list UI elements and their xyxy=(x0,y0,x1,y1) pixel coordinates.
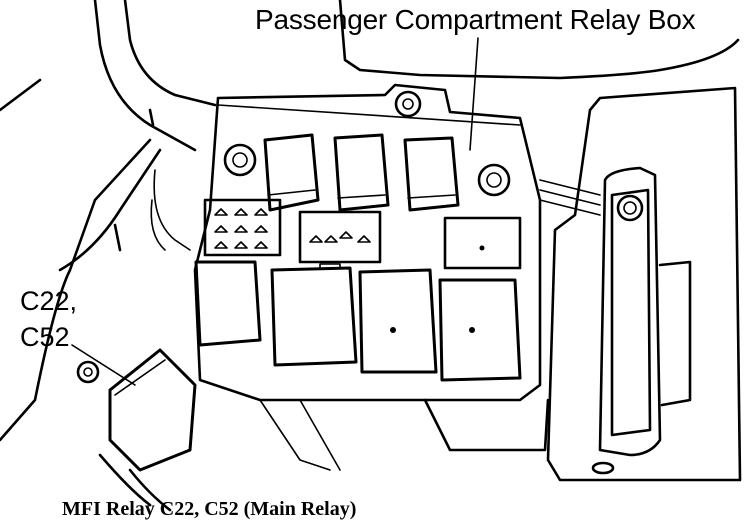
lower-relays xyxy=(194,260,522,382)
lower-relay xyxy=(438,278,522,382)
fuse-block-left xyxy=(203,198,282,257)
leader-lines xyxy=(71,37,479,386)
relay-box-label: Passenger Compartment Relay Box xyxy=(255,4,696,35)
upper-relays xyxy=(263,133,460,212)
mounting-bracket xyxy=(539,86,742,482)
figure-caption: MFI Relay C22, C52 (Main Relay) xyxy=(62,498,357,520)
upper-relay xyxy=(403,136,460,212)
fuse-block-center xyxy=(298,210,382,273)
c52-label: C52 xyxy=(20,322,70,352)
upper-relay xyxy=(333,133,390,212)
dashboard-panel xyxy=(0,0,740,442)
small-socket xyxy=(443,216,522,270)
c22-label: C22, xyxy=(20,286,78,316)
lower-relay xyxy=(358,268,438,374)
lower-relay xyxy=(270,266,358,367)
lower-relay xyxy=(194,260,262,347)
mfi-relay xyxy=(76,348,197,512)
